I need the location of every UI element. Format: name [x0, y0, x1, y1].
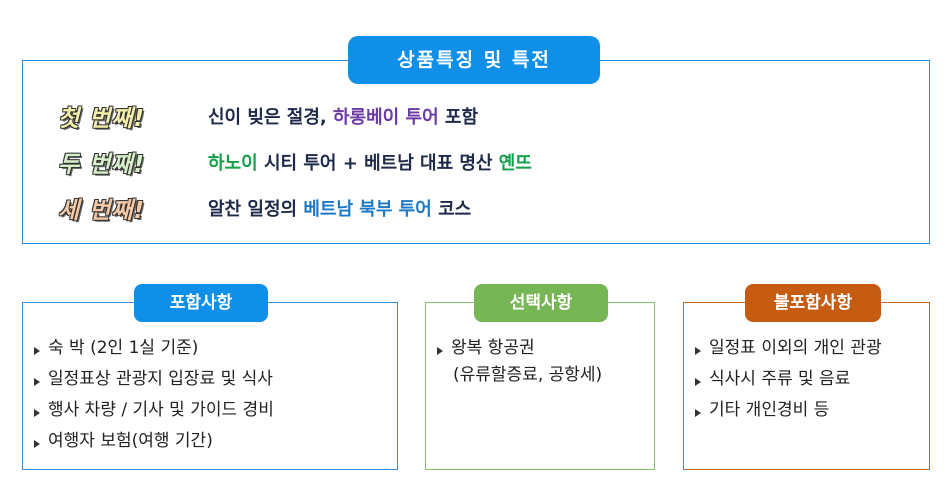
feature-text-part: 신이 빚은 절경,: [208, 107, 333, 128]
list-item: 행사 차량 / 기사 및 가이드 경비: [34, 395, 274, 426]
list-item: 일정표 이외의 개인 관광: [695, 333, 882, 364]
triangle-bullet-icon: [695, 378, 701, 386]
feature-text-part: 코스: [431, 199, 472, 220]
triangle-bullet-icon: [34, 409, 40, 417]
feature-row-2: 두 번째! 하노이 시티 투어 + 베트남 대표 명산 옌뜨: [58, 145, 532, 179]
triangle-bullet-icon: [437, 347, 443, 355]
list-item: 숙 박 (2인 1실 기준): [34, 333, 274, 364]
feature-text-highlight: 하노이: [208, 153, 258, 174]
excluded-title: 불포함사항: [745, 284, 881, 322]
feature-text-highlight: 베트남 북부 투어: [303, 199, 432, 220]
feature-text-highlight: 옌뜨: [498, 153, 532, 174]
list-item-text: 기타 개인경비 등: [709, 400, 830, 420]
feature-text-part: 알찬 일정의: [208, 199, 304, 220]
feature-text: 신이 빚은 절경, 하롱베이 투어 포함: [208, 103, 478, 129]
triangle-bullet-icon: [34, 440, 40, 448]
list-item: 식사시 주류 및 음료: [695, 364, 882, 395]
list-item-subtext: (유류할증료, 공항세): [453, 365, 603, 385]
feature-text-part: 시티 투어 + 베트남 대표 명산: [257, 153, 499, 174]
list-item-text: 왕복 항공권: [451, 338, 535, 358]
triangle-bullet-icon: [695, 347, 701, 355]
list-item-text: 여행자 보험(여행 기간): [48, 431, 213, 451]
feature-text: 하노이 시티 투어 + 베트남 대표 명산 옌뜨: [208, 149, 532, 175]
feature-row-3: 세 번째! 알찬 일정의 베트남 북부 투어 코스: [58, 191, 471, 225]
feature-text-highlight: 하롱베이 투어: [333, 107, 439, 128]
feature-ordinal: 첫 번째!: [58, 106, 145, 132]
list-item: 기타 개인경비 등: [695, 395, 882, 426]
feature-ordinal: 세 번째!: [58, 198, 145, 224]
triangle-bullet-icon: [695, 409, 701, 417]
list-item-text: 숙 박 (2인 1실 기준): [48, 338, 199, 358]
feature-text: 알찬 일정의 베트남 북부 투어 코스: [208, 195, 471, 221]
optional-title: 선택사항: [474, 284, 608, 322]
list-item: 여행자 보험(여행 기간): [34, 426, 274, 457]
list-item-text: 행사 차량 / 기사 및 가이드 경비: [48, 400, 274, 420]
optional-list: 왕복 항공권 (유류할증료, 공항세): [437, 333, 602, 386]
triangle-bullet-icon: [34, 347, 40, 355]
optional-panel: [425, 302, 655, 470]
included-list: 숙 박 (2인 1실 기준) 일정표상 관광지 입장료 및 식사 행사 차량 /…: [34, 333, 274, 457]
features-title: 상품특징 및 특전: [348, 36, 600, 84]
list-item-text: 일정표상 관광지 입장료 및 식사: [48, 369, 273, 389]
list-item: 일정표상 관광지 입장료 및 식사: [34, 364, 274, 395]
feature-row-1: 첫 번째! 신이 빚은 절경, 하롱베이 투어 포함: [58, 99, 478, 133]
included-title: 포함사항: [134, 284, 268, 322]
excluded-list: 일정표 이외의 개인 관광 식사시 주류 및 음료 기타 개인경비 등: [695, 333, 882, 426]
list-item: 왕복 항공권 (유류할증료, 공항세): [437, 333, 602, 386]
list-item-text: 식사시 주류 및 음료: [709, 369, 851, 389]
list-item-text: 일정표 이외의 개인 관광: [709, 338, 882, 358]
feature-text-part: 포함: [438, 107, 479, 128]
feature-ordinal: 두 번째!: [58, 152, 145, 178]
triangle-bullet-icon: [34, 378, 40, 386]
